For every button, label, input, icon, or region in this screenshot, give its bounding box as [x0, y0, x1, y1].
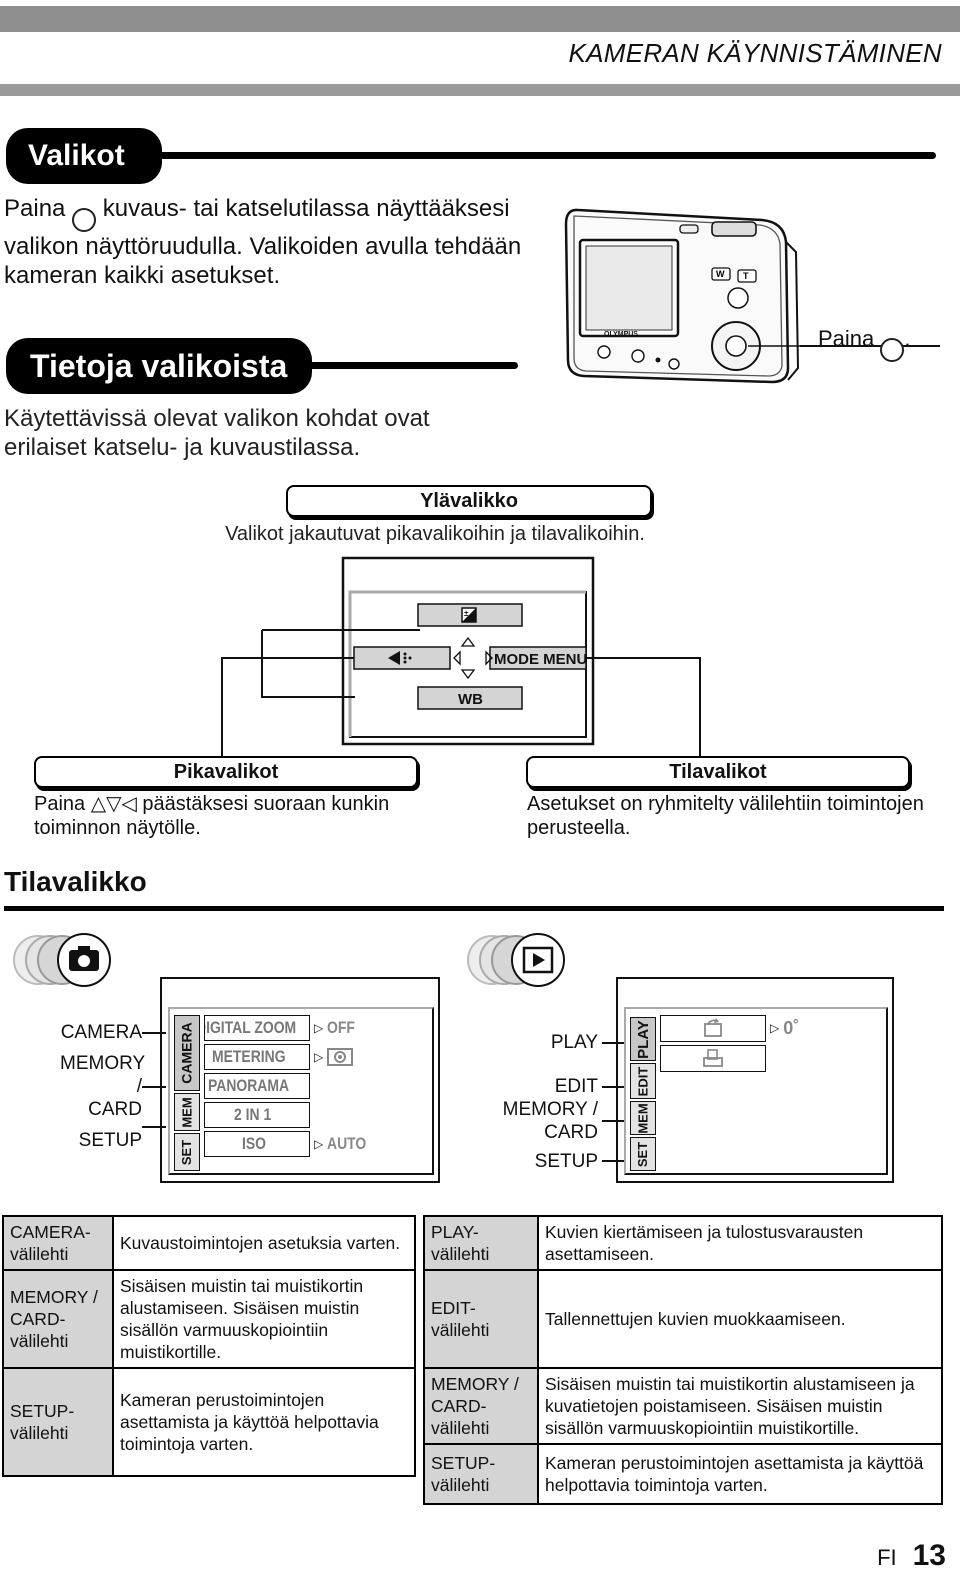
callout-line-play	[602, 1042, 626, 1044]
rotate-icon	[704, 1018, 722, 1037]
camera-tab-strip: SET MEM CAMERA	[174, 1013, 200, 1171]
metering-icon	[327, 1047, 354, 1066]
print-icon	[703, 1049, 723, 1067]
callout-line-setup	[142, 1126, 166, 1128]
header-bar	[0, 6, 960, 32]
tab-set[interactable]: SET	[630, 1137, 656, 1171]
table-row: SETUP- välilehti Kameran perustoimintoje…	[2, 1367, 416, 1477]
camera-icon	[69, 946, 99, 971]
tab-set[interactable]: SET	[174, 1133, 200, 1171]
callout-memory: MEMORY /	[502, 1099, 598, 1120]
tab-description-table-right: PLAY- välilehti Kuvien kiertämiseen ja t…	[423, 1215, 943, 1505]
tietoja-rule	[300, 362, 518, 369]
callout-line-memory	[602, 1120, 626, 1122]
table-row: EDIT- välilehti Tallennettujen kuvien mu…	[423, 1269, 943, 1369]
camera-callout: Paina .	[818, 324, 911, 362]
tab-description-table-left: CAMERA- välilehti Kuvaustoimintojen aset…	[2, 1215, 416, 1477]
menu-item-panorama[interactable]: PANORAMA	[204, 1071, 432, 1100]
page-title: KAMERAN KÄYNNISTÄMINEN	[568, 38, 942, 68]
menu-item-iso[interactable]: ISO ▷ AUTO	[204, 1129, 432, 1158]
camera-menu-callouts: CAMERA MEMORY / CARD SETUP	[60, 1021, 146, 1152]
table-row: SETUP- välilehti Kameran perustoimintoje…	[423, 1443, 943, 1505]
callout-setup: SETUP	[78, 1130, 142, 1151]
exposure-icon: ±	[461, 607, 477, 623]
play-menu-frame: SET MEM EDIT PLAY ▷ 0˚	[616, 977, 894, 1183]
pikavalikot-desc: Paina △▽◁ päästäksesi suoraan kunkin toi…	[34, 793, 390, 839]
menu-item-rotate[interactable]: ▷ 0˚	[660, 1013, 880, 1043]
callout-card: CARD	[88, 1099, 142, 1120]
pikavalikot-label: Pikavalikot	[34, 756, 418, 788]
arrow-right-icon: ▷	[770, 1021, 780, 1035]
top-menu-diagram: ± MODE MENU WB	[200, 552, 730, 782]
menu-item-digital-zoom[interactable]: DIGITAL ZOOM ▷ OFF	[204, 1013, 432, 1042]
callout-setup: SETUP	[534, 1151, 598, 1172]
shooting-mode-indicator	[8, 930, 128, 990]
arrow-right-icon: ▷	[314, 1049, 324, 1064]
language-code: FI	[877, 1545, 897, 1570]
callout-play: PLAY	[550, 1032, 598, 1053]
tilavalikot-desc: Asetukset on ryhmitelty välilehtiin toim…	[527, 793, 924, 839]
tietoja-heading: Tietoja valikoista	[6, 338, 312, 394]
callout-line-setup	[602, 1160, 626, 1162]
callout-line-camera	[142, 1032, 166, 1034]
camera-back-icon: OLYMPUS W T	[564, 208, 800, 384]
table-row: MEMORY / CARD- välilehti Sisäisen muisti…	[423, 1367, 943, 1445]
playback-mode-indicator	[462, 930, 592, 990]
ok-menu-icon	[880, 338, 905, 362]
ylavalikko-desc: Valikot jakautuvat pikavalikoihin ja til…	[225, 523, 645, 545]
page-number: 13	[912, 1539, 946, 1572]
play-menu-callouts: PLAY EDIT MEMORY / CARD SETUP	[494, 1031, 598, 1173]
callout-edit: EDIT	[554, 1076, 598, 1097]
table-row: MEMORY / CARD- välilehti Sisäisen muisti…	[2, 1269, 416, 1369]
callout-line-edit	[602, 1086, 626, 1088]
table-row: CAMERA- välilehti Kuvaustoimintojen aset…	[2, 1215, 416, 1271]
arrow-right-icon: ▷	[314, 1020, 324, 1035]
ok-menu-icon	[72, 208, 97, 232]
valikot-text: Paina kuvaus- tai katselutilassa näyttää…	[4, 195, 522, 289]
play-menu-screen: SET MEM EDIT PLAY ▷ 0˚	[624, 1007, 888, 1175]
callout-camera: CAMERA	[60, 1022, 142, 1043]
camera-menu-frame: SET MEM CAMERA DIGITAL ZOOM ▷ OFF METERI…	[160, 977, 440, 1183]
valikot-rule	[150, 152, 936, 159]
callout-memory: MEMORY /	[60, 1053, 146, 1097]
tilavalikko-heading: Tilavalikko	[4, 866, 147, 897]
playback-icon	[522, 946, 554, 974]
arrow-right-icon: ▷	[314, 1136, 324, 1151]
mode-menu-label: MODE MENU	[494, 651, 587, 668]
camera-menu-items: DIGITAL ZOOM ▷ OFF METERING ▷ PANORAMA 2…	[204, 1013, 432, 1158]
camera-callout-line	[800, 345, 940, 347]
callout-line-memory	[142, 1086, 166, 1088]
tab-mem[interactable]: MEM	[630, 1101, 656, 1135]
tietoja-text: Käytettävissä olevat valikon kohdat ovat…	[4, 405, 430, 461]
tilavalikko-rule	[4, 906, 944, 911]
menu-item-metering[interactable]: METERING ▷	[204, 1042, 432, 1071]
svg-text:W: W	[716, 269, 725, 279]
play-menu-items: ▷ 0˚	[660, 1013, 880, 1073]
ylavalikko-label: Ylävalikko	[286, 485, 652, 517]
menu-item-2in1[interactable]: 2 IN 1	[204, 1100, 432, 1129]
svg-text:±: ±	[464, 609, 469, 618]
table-row: PLAY- välilehti Kuvien kiertämiseen ja t…	[423, 1215, 943, 1271]
wb-label: WB	[458, 691, 483, 708]
page-footer: FI 13	[877, 1539, 946, 1573]
tab-edit[interactable]: EDIT	[630, 1063, 656, 1099]
svg-text:T: T	[743, 271, 749, 281]
svg-text:OLYMPUS: OLYMPUS	[604, 331, 638, 338]
menu-item-print[interactable]	[660, 1043, 880, 1073]
tab-mem[interactable]: MEM	[174, 1093, 200, 1131]
tilavalikot-label: Tilavalikot	[526, 756, 910, 788]
quality-icon	[388, 651, 412, 665]
header-underline	[0, 84, 960, 96]
camera-illustration: OLYMPUS W T	[562, 198, 802, 390]
camera-menu-screen: SET MEM CAMERA DIGITAL ZOOM ▷ OFF METERI…	[168, 1007, 434, 1175]
valikot-heading: Valikot	[6, 128, 162, 184]
callout-card: CARD	[544, 1122, 598, 1143]
play-tab-strip: SET MEM EDIT PLAY	[630, 1013, 656, 1171]
tab-play[interactable]: PLAY	[630, 1017, 656, 1061]
tab-camera[interactable]: CAMERA	[174, 1015, 200, 1091]
